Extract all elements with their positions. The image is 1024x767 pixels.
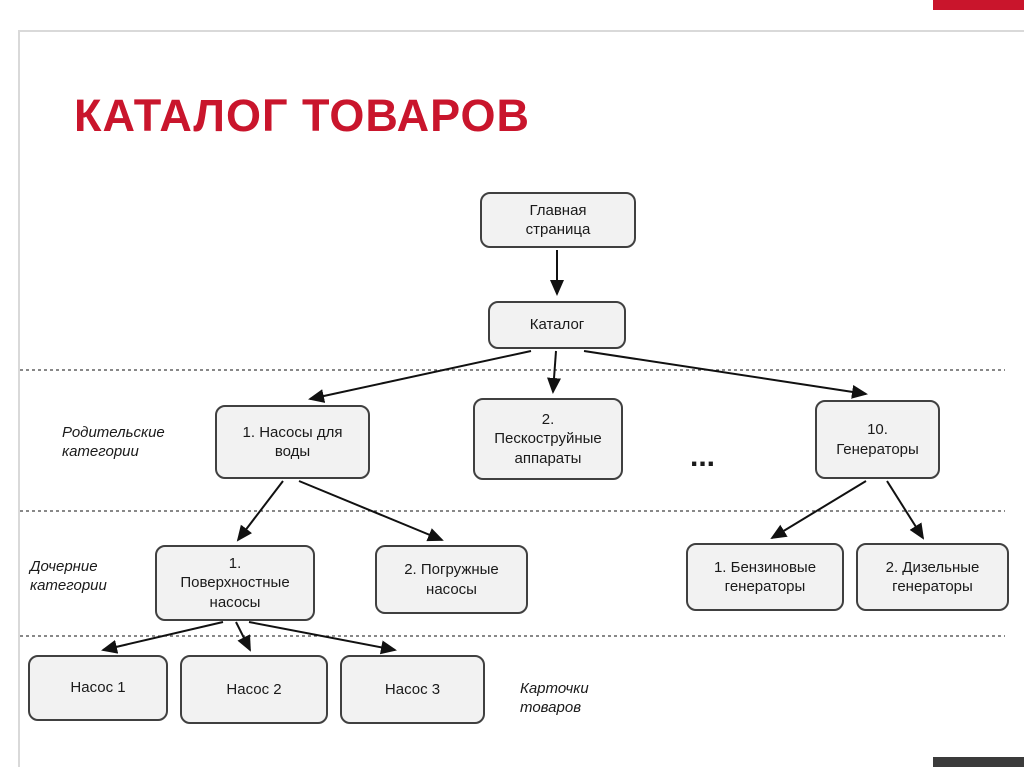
node-product-pump1: Насос 1 — [28, 655, 168, 721]
node-parent-sandblast: 2. Пескоструйные аппараты — [473, 398, 623, 480]
node-child-diesel-generators: 2. Дизельные генераторы — [856, 543, 1009, 611]
arrow-catalog-generators — [583, 350, 868, 399]
arrow-group — [101, 250, 925, 655]
arrow-pumps-submersible — [298, 480, 444, 542]
label-product-cards: Карточки товаров — [520, 680, 589, 716]
slide-top-border — [18, 30, 1024, 32]
label-parent-categories: Родительские категории — [62, 424, 165, 460]
node-catalog: Каталог — [488, 301, 626, 349]
arrow-generators-petrol — [770, 480, 867, 540]
node-product-pump3: Насос 3 — [340, 655, 485, 724]
arrow-surface-pump1 — [101, 621, 224, 654]
node-parent-water-pumps: 1. Насосы для воды — [215, 405, 370, 479]
node-home-page: Главная страница — [480, 192, 636, 248]
ellipsis-more-categories: ... — [690, 440, 716, 473]
node-parent-generators: 10. Генераторы — [815, 400, 940, 479]
page-title: КАТАЛОГ ТОВАРОВ — [74, 90, 531, 141]
arrow-surface-pump3 — [248, 621, 397, 655]
dark-accent-bar — [933, 757, 1024, 767]
arrow-pumps-surface — [236, 480, 284, 542]
node-child-submersible-pumps: 2. Погружные насосы — [375, 545, 528, 614]
node-child-petrol-generators: 1. Бензиновые генераторы — [686, 543, 844, 611]
slide-left-border — [18, 30, 20, 767]
arrow-catalog-pumps — [308, 350, 532, 403]
arrow-generators-diesel — [886, 480, 925, 540]
arrow-catalog-sandblast — [547, 350, 562, 394]
node-child-surface-pumps: 1. Поверхностные насосы — [155, 545, 315, 621]
node-product-pump2: Насос 2 — [180, 655, 328, 724]
arrow-surface-pump2 — [235, 621, 251, 652]
red-accent-bar — [933, 0, 1024, 10]
label-child-categories: Дочерние категории — [30, 558, 107, 594]
